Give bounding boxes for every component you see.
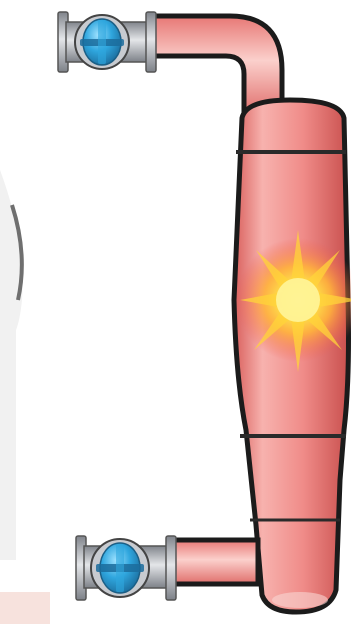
left-edge-shadow — [0, 170, 50, 624]
bottom-pipe — [170, 540, 258, 584]
top-right-flange — [146, 12, 156, 72]
bottom-right-flange — [166, 536, 176, 600]
top-valve-assembly — [58, 12, 156, 72]
bottom-valve-assembly — [76, 536, 176, 600]
